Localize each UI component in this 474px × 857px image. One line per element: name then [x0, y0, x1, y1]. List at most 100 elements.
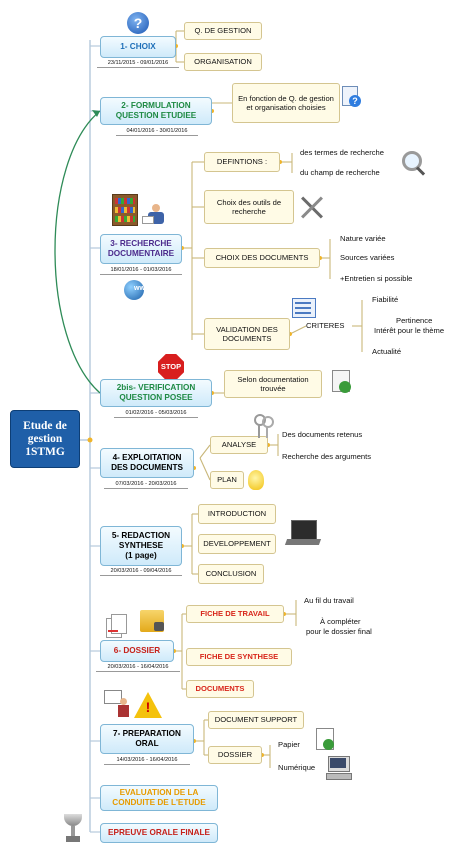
- branch-evaluation-title-2: CONDUITE DE L'ETUDE: [112, 798, 206, 807]
- sub-plan-label: PLAN: [217, 475, 237, 485]
- sub-fiche-synthese-label: FICHE DE SYNTHESE: [199, 652, 279, 662]
- sub-conclusion-label: CONCLUSION: [205, 569, 257, 579]
- branch-formulation-title-2: QUESTION ETUDIEE: [115, 111, 197, 120]
- branch-choix[interactable]: 1- CHOIX: [100, 36, 176, 58]
- branch-exploitation-dates: 07/03/2016 - 20/03/2016: [104, 480, 188, 489]
- magnifier-icon: [402, 151, 426, 176]
- www-label: www: [134, 285, 151, 292]
- sub-fiche-synthese[interactable]: FICHE DE SYNTHESE: [186, 648, 292, 666]
- branch-verification-title-2: QUESTION POSEE: [119, 393, 193, 402]
- sub-plan[interactable]: PLAN: [210, 471, 244, 489]
- branch-recherche-dates: 18/01/2016 - 01/03/2016: [100, 266, 182, 275]
- sub-en-fonction[interactable]: En fonction de Q. de gestion et organisa…: [232, 83, 340, 123]
- checklist-icon: [292, 298, 316, 318]
- sub-outils[interactable]: Choix des outils de recherche: [204, 190, 294, 224]
- sub-developpement[interactable]: DEVELOPPEMENT: [198, 534, 276, 554]
- leaf-a-completer: À compléter: [320, 617, 361, 626]
- branch-dossier[interactable]: 6- DOSSIER: [100, 640, 174, 662]
- branch-recherche[interactable]: 3- RECHERCHE DOCUMENTAIRE: [100, 234, 182, 264]
- branch-choix-dates: 23/11/2015 - 09/01/2016: [97, 59, 179, 68]
- sub-definitions-label: DEFINTIONS :: [216, 157, 268, 167]
- sub-en-fonction-label: En fonction de Q. de gestion et organisa…: [238, 93, 334, 113]
- leaf-entretien: +Entretien si possible: [340, 274, 413, 283]
- sub-q-gestion-label: Q. DE GESTION: [194, 26, 252, 36]
- laptop-icon: [284, 520, 322, 550]
- leaf-dossier-final: pour le dossier final: [306, 627, 372, 636]
- sub-validation[interactable]: VALIDATION DES DOCUMENTS: [204, 318, 290, 350]
- sub-documents-label: DOCUMENTS: [195, 684, 245, 694]
- branch-choix-title: 1- CHOIX: [120, 42, 156, 51]
- sub-conclusion[interactable]: CONCLUSION: [198, 564, 264, 584]
- leaf-nature: Nature variée: [340, 234, 386, 243]
- branch-verification[interactable]: 2bis- VERIFICATION QUESTION POSEE: [100, 379, 212, 407]
- sub-documents[interactable]: DOCUMENTS: [186, 680, 254, 698]
- sub-selon-documentation-label: Selon documentation trouvée: [237, 374, 309, 394]
- branch-redaction-dates: 20/03/2016 - 09/04/2016: [100, 567, 182, 576]
- desktop-computer-icon: [326, 756, 352, 780]
- branch-formulation-dates: 04/01/2016 - 30/01/2016: [116, 127, 198, 136]
- presenter-icon: [104, 690, 130, 718]
- globe-www-icon: www: [124, 280, 150, 300]
- sub-selon-documentation[interactable]: Selon documentation trouvée: [224, 370, 322, 398]
- sub-document-support[interactable]: DOCUMENT SUPPORT: [208, 711, 304, 729]
- lightbulb-icon: [248, 470, 264, 490]
- help-icon: ?: [127, 12, 149, 34]
- sub-definitions[interactable]: DEFINTIONS :: [204, 152, 280, 172]
- sub-organisation[interactable]: ORGANISATION: [184, 53, 262, 71]
- branch-epreuve[interactable]: EPREUVE ORALE FINALE: [100, 823, 218, 843]
- branch-preparation[interactable]: 7- PREPARATION ORAL: [100, 724, 194, 754]
- stop-sign-icon: STOP: [158, 354, 184, 380]
- branch-evaluation-title-1: EVALUATION DE LA: [119, 788, 199, 797]
- branch-dossier-dates: 20/03/2016 - 16/04/2016: [96, 663, 180, 672]
- branch-formulation-title-1: 2- FORMULATION: [121, 101, 191, 110]
- branch-recherche-title-1: 3- RECHERCHE: [110, 239, 172, 248]
- sub-dossier-oral[interactable]: DOSSIER: [208, 746, 262, 764]
- leaf-champ: du champ de recherche: [300, 168, 380, 177]
- sub-fiche-travail-label: FICHE DE TRAVAIL: [200, 609, 270, 619]
- branch-verification-dates: 01/02/2016 - 05/03/2016: [114, 409, 198, 418]
- keys-icon: [252, 414, 274, 440]
- branch-evaluation[interactable]: EVALUATION DE LA CONDUITE DE L'ETUDE: [100, 785, 218, 811]
- sub-introduction-label: INTRODUCTION: [207, 509, 267, 519]
- leaf-papier: Papier: [278, 740, 300, 749]
- stop-label: STOP: [160, 362, 182, 371]
- root-node[interactable]: Etude de gestion 1STMG: [10, 410, 80, 468]
- sub-fiche-travail[interactable]: FICHE DE TRAVAIL: [186, 605, 284, 623]
- documents-stack-icon: [106, 614, 130, 638]
- sub-developpement-label: DEVELOPPEMENT: [203, 539, 271, 549]
- sub-introduction[interactable]: INTRODUCTION: [198, 504, 276, 524]
- branch-verification-title-1: 2bis- VERIFICATION: [116, 383, 196, 392]
- sub-q-gestion[interactable]: Q. DE GESTION: [184, 22, 262, 40]
- sub-choix-documents-label: CHOIX DES DOCUMENTS: [215, 253, 309, 263]
- criteres-label: CRITERES: [306, 321, 345, 330]
- bookshelf-icon: [112, 194, 138, 226]
- document-check-icon: [332, 370, 351, 393]
- leaf-actualite: Actualité: [372, 347, 402, 356]
- branch-preparation-dates: 14/03/2016 - 16/04/2016: [104, 756, 190, 765]
- leaf-interet: Intérêt pour le thème: [374, 326, 445, 335]
- leaf-pertinence: Pertinence: [396, 316, 433, 325]
- tools-icon: [298, 194, 324, 220]
- branch-exploitation[interactable]: 4- EXPLOITATION DES DOCUMENTS: [100, 448, 194, 478]
- leaf-numerique: Numérique: [278, 763, 316, 772]
- branch-exploitation-title-1: 4- EXPLOITATION: [112, 453, 182, 462]
- branch-epreuve-title: EPREUVE ORALE FINALE: [108, 828, 210, 837]
- sub-analyse[interactable]: ANALYSE: [210, 436, 268, 454]
- branch-preparation-title-1: 7- PREPARATION: [113, 729, 181, 738]
- sub-validation-label: VALIDATION DES DOCUMENTS: [216, 324, 278, 344]
- document-add-icon: [316, 728, 334, 750]
- sub-organisation-label: ORGANISATION: [194, 57, 252, 67]
- root-line2: gestion: [27, 432, 63, 445]
- branch-formulation[interactable]: 2- FORMULATION QUESTION ETUDIEE: [100, 97, 212, 125]
- folder-lock-icon: [140, 610, 164, 632]
- reader-person-icon: [142, 204, 170, 228]
- leaf-fiabilite: Fiabilité: [372, 295, 399, 304]
- branch-redaction[interactable]: 5- REDACTION SYNTHESE (1 page): [100, 526, 182, 566]
- branch-dossier-title: 6- DOSSIER: [113, 646, 161, 655]
- root-line3: 1STMG: [25, 445, 65, 458]
- branch-redaction-title-2: SYNTHESE: [118, 541, 164, 550]
- leaf-documents-retenus: Des documents retenus: [282, 430, 363, 439]
- sub-outils-label: Choix des outils de recherche: [216, 197, 282, 217]
- branch-preparation-title-2: ORAL: [135, 739, 159, 748]
- sub-choix-documents[interactable]: CHOIX DES DOCUMENTS: [204, 248, 320, 268]
